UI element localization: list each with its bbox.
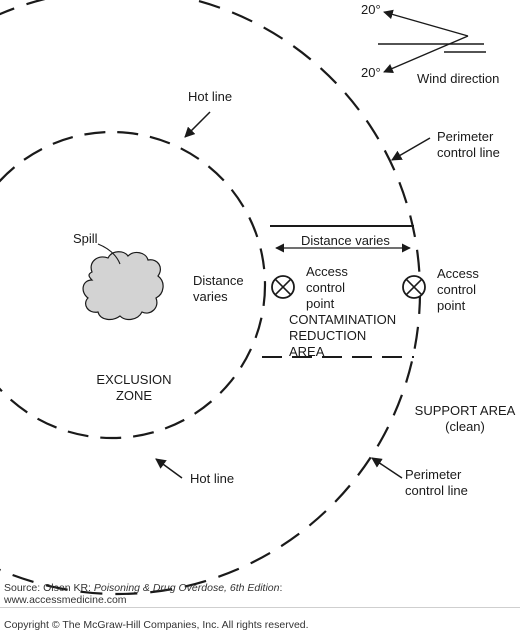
distance-varies-left-label: Distance varies bbox=[193, 273, 244, 304]
spill-leader-line bbox=[97, 243, 121, 265]
access-control-point-left-icon bbox=[271, 275, 295, 299]
access-control-right-label: Access control point bbox=[437, 266, 479, 313]
access-control-left-label: Access control point bbox=[306, 264, 348, 311]
access-control-point-right-icon bbox=[402, 275, 426, 299]
hot-line-top-arrow bbox=[184, 111, 211, 138]
hot-line-bottom-label: Hot line bbox=[190, 471, 235, 486]
perimeter-bottom-arrow bbox=[371, 457, 403, 479]
hot-line-bottom-arrow bbox=[155, 458, 183, 479]
spill-cloud bbox=[82, 251, 164, 321]
perimeter-bottom-label: Perimeter control line bbox=[405, 467, 468, 498]
distance-varies-top-label: Distance varies bbox=[301, 233, 390, 248]
wind-angle-bottom-label: 20° bbox=[361, 65, 381, 80]
support-area-label: SUPPORT AREA (clean) bbox=[414, 403, 516, 434]
source-url: www.accessmedicine.com bbox=[4, 594, 127, 606]
exclusion-zone-label: EXCLUSION ZONE bbox=[96, 372, 172, 403]
perimeter-top-label: Perimeter control line bbox=[437, 129, 500, 160]
wind-direction-icon bbox=[378, 9, 486, 74]
hot-line-top-label: Hot line bbox=[188, 89, 233, 104]
spill-label: Spill bbox=[73, 231, 98, 246]
contamination-reduction-area-label: CONTAMINATION REDUCTION AREA bbox=[289, 312, 397, 359]
copyright-line: Copyright © The McGraw-Hill Companies, I… bbox=[4, 619, 309, 631]
source-line: Source: Olson KR: Poisoning & Drug Overd… bbox=[4, 582, 283, 594]
wind-angle-top-label: 20° bbox=[361, 2, 381, 17]
footer-divider bbox=[0, 607, 520, 608]
hot-line-circle bbox=[0, 130, 267, 440]
perimeter-top-arrow bbox=[391, 137, 431, 161]
wind-direction-label: Wind direction bbox=[417, 71, 500, 86]
